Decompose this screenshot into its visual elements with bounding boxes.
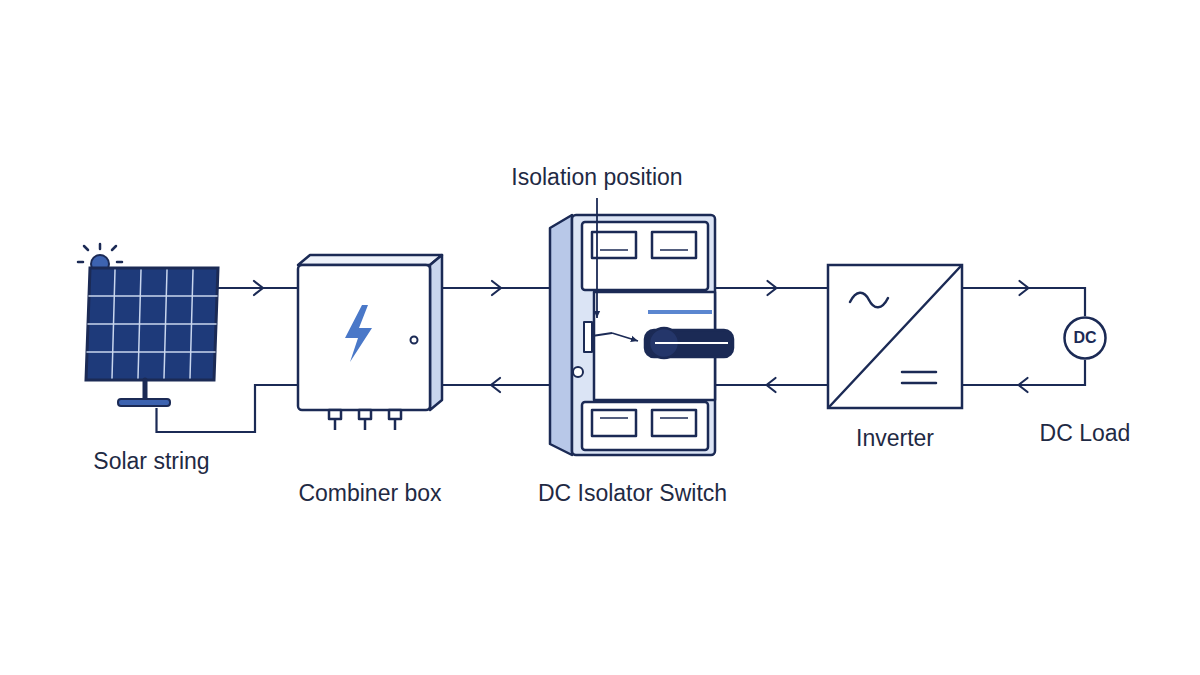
illustration-stroke [582, 222, 708, 290]
illustration-stroke [652, 410, 696, 436]
callout-label: Isolation position [511, 164, 682, 192]
component-label: Solar string [93, 448, 209, 476]
isolator-switch-node: DC Isolator Switch [550, 212, 715, 455]
illustration-stroke [143, 380, 148, 400]
illustration-stroke [592, 232, 636, 258]
arrow-head [254, 281, 263, 295]
illustration-stroke [830, 267, 960, 406]
wire-connector [715, 281, 828, 295]
illustration-stroke [117, 261, 122, 264]
arrow-head [1020, 281, 1029, 295]
illustration-stroke [411, 337, 418, 344]
illustration-stroke [430, 255, 442, 410]
caption-holder: Combiner box [298, 480, 441, 508]
illustration-stroke [573, 367, 583, 377]
symbol-text: DC [1073, 328, 1096, 347]
wire-connector [157, 385, 299, 432]
illustration-stroke [345, 305, 372, 362]
circle-text-holder: DC [1063, 316, 1107, 360]
illustration-stroke [112, 246, 116, 250]
wire-connector [442, 378, 550, 392]
arrow-head [491, 378, 500, 392]
illustration-stroke [660, 249, 688, 251]
wire-connector [442, 281, 550, 295]
illustration-stroke [89, 295, 217, 297]
illustration-stroke [902, 382, 936, 385]
wire-connector [715, 378, 828, 392]
wire-line [442, 287, 550, 289]
illustration-stroke [550, 215, 572, 455]
illustration-stroke [600, 249, 628, 251]
illustration-stroke [592, 333, 612, 336]
arrow-head [767, 378, 776, 392]
illustration-stroke [99, 244, 102, 249]
illustration-stroke [582, 402, 708, 450]
combiner-box-icon [298, 255, 442, 430]
arrow-head [492, 281, 501, 295]
illustration-stroke [394, 419, 397, 430]
solar-string-node: Solar string [85, 250, 218, 408]
inverter-node: Inverter [828, 265, 962, 408]
illustration-stroke [389, 410, 401, 419]
illustration-stroke [612, 333, 638, 341]
load-circle-outline [1065, 318, 1106, 359]
illustration-stroke [828, 265, 962, 408]
illustration-stroke [596, 198, 598, 318]
caption-holder: DC Load [1040, 420, 1131, 448]
illustration-stroke [850, 293, 888, 308]
illustration-stroke [78, 261, 83, 264]
dc-load-node: DCDC Load [1063, 316, 1107, 360]
wire-connector [962, 281, 1085, 316]
illustration-stroke [87, 270, 217, 378]
wire-line [157, 385, 299, 432]
wire-line [218, 287, 298, 289]
illustration-stroke [592, 410, 636, 436]
arrow-head [1019, 378, 1028, 392]
callout-text: Isolation position [511, 164, 682, 192]
arrow-head [768, 281, 777, 295]
caption-holder: Solar string [93, 448, 209, 476]
illustration-stroke [584, 322, 592, 352]
component-label: DC Isolator Switch [538, 480, 727, 508]
component-label: DC Load [1040, 420, 1131, 448]
illustration-stroke [88, 323, 216, 325]
illustration-stroke [298, 265, 430, 410]
wire-line [715, 287, 828, 289]
illustration-stroke [329, 410, 341, 419]
illustration-stroke [655, 342, 728, 344]
illustration-stroke [652, 232, 696, 258]
combiner-box-node: Combiner box [298, 255, 442, 420]
wire-line [715, 384, 828, 386]
solar-panel-icon [78, 244, 218, 406]
illustration-stroke [364, 419, 367, 430]
component-label: Combiner box [298, 480, 441, 508]
illustration-stroke [298, 255, 442, 265]
caption-holder: Inverter [856, 425, 934, 453]
illustration-stroke [118, 399, 170, 406]
illustration-stroke [86, 268, 218, 380]
component-label: Inverter [856, 425, 934, 453]
wire-connector [218, 281, 298, 295]
illustration-stroke [902, 371, 936, 374]
illustration-stroke [359, 410, 371, 419]
caption-holder: DC Isolator Switch [538, 480, 727, 508]
wire-line [442, 384, 550, 386]
wire-connector [962, 360, 1085, 392]
illustration-stroke [84, 246, 88, 250]
illustration-stroke [660, 417, 688, 419]
illustration-stroke [334, 419, 337, 430]
isolator-switch-icon [550, 215, 733, 455]
illustration-stroke [600, 417, 628, 419]
illustration-stroke [329, 410, 401, 419]
illustration-stroke [87, 351, 215, 353]
leader-line [592, 198, 638, 341]
inverter-icon [828, 265, 962, 408]
illustration-stroke [648, 310, 712, 314]
